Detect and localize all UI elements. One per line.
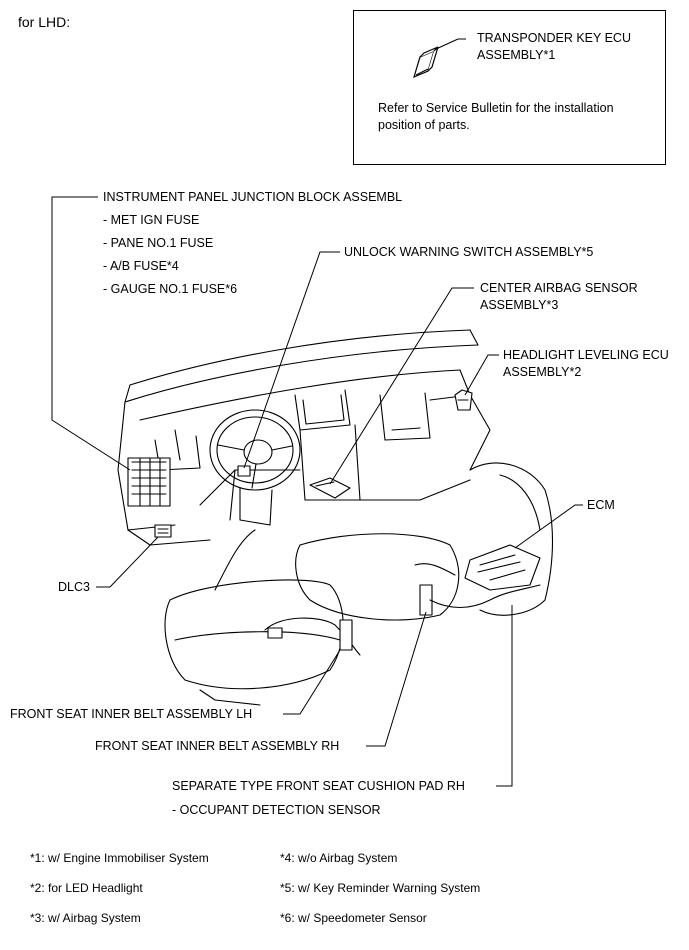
footnote-2: *2: for LED Headlight — [30, 881, 143, 895]
footnote-1: *1: w/ Engine Immobiliser System — [30, 851, 209, 865]
dlc3-label: DLC3 — [58, 580, 90, 594]
ipjb-label: INSTRUMENT PANEL JUNCTION BLOCK ASSEMBL — [103, 190, 403, 204]
ipjb-item-3: - A/B FUSE*4 — [103, 259, 179, 273]
ipjb-item-4: - GAUGE NO.1 FUSE*6 — [103, 282, 238, 296]
cushion-item: - OCCUPANT DETECTION SENSOR — [172, 803, 381, 817]
transponder-label-1: TRANSPONDER KEY ECU — [477, 31, 631, 45]
page-title: for LHD: — [18, 14, 71, 30]
headlight-ecu-label-2: ASSEMBLY*2 — [503, 365, 582, 379]
center-airbag-label-2: ASSEMBLY*3 — [480, 298, 559, 312]
unlock-switch-label: UNLOCK WARNING SWITCH ASSEMBLY*5 — [344, 245, 594, 259]
footnote-6: *6: w/ Speedometer Sensor — [280, 911, 427, 925]
footnote-3: *3: w/ Airbag System — [30, 911, 141, 925]
footnote-4: *4: w/o Airbag System — [280, 851, 398, 865]
ipjb-item-1: - MET IGN FUSE — [103, 213, 200, 227]
notice-text-2: position of parts. — [378, 118, 470, 132]
transponder-label-2: ASSEMBLY*1 — [477, 48, 556, 62]
headlight-ecu-label-1: HEADLIGHT LEVELING ECU — [503, 348, 669, 362]
transponder-key-ecu-icon — [413, 38, 466, 79]
belt-lh-label: FRONT SEAT INNER BELT ASSEMBLY LH — [10, 707, 253, 721]
center-airbag-label-1: CENTER AIRBAG SENSOR — [480, 281, 638, 295]
footnote-5: *5: w/ Key Reminder Warning System — [280, 881, 481, 895]
notice-text-1: Refer to Service Bulletin for the instal… — [378, 101, 614, 115]
ipjb-item-2: - PANE NO.1 FUSE — [103, 236, 214, 250]
belt-rh-label: FRONT SEAT INNER BELT ASSEMBLY RH — [95, 739, 340, 753]
notice-box: TRANSPONDER KEY ECU ASSEMBLY*1 Refer to … — [353, 10, 666, 165]
cushion-label: SEPARATE TYPE FRONT SEAT CUSHION PAD RH — [172, 779, 465, 793]
ecm-label: ECM — [587, 498, 615, 512]
